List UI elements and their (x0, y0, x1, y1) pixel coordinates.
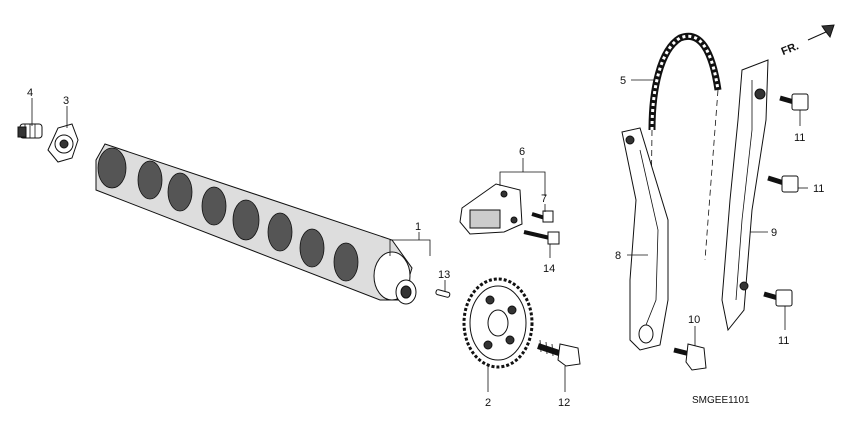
callout-11-middle: 11 (813, 183, 824, 195)
callout-6: 6 (519, 146, 525, 158)
callout-3: 3 (63, 95, 69, 107)
guide-bolt-part-middle (767, 175, 799, 193)
callout-11-top: 11 (794, 132, 805, 144)
callout-8: 8 (615, 250, 621, 262)
callout-7: 7 (541, 193, 547, 205)
plug-bolt-part (17, 123, 43, 139)
callout-12: 12 (558, 397, 570, 409)
tensioner-bolt-small-part (531, 210, 554, 223)
tensioner-arm-part (621, 127, 669, 351)
pivot-bolt-part (673, 343, 707, 371)
callout-1: 1 (415, 221, 421, 233)
leader-lines (31, 79, 808, 392)
callout-2: 2 (485, 397, 491, 409)
chain-tensioner-part (459, 183, 523, 235)
dowel-pin-part (435, 289, 451, 298)
callout-11-bottom: 11 (778, 335, 789, 347)
sprocket-bolt-part (537, 339, 581, 367)
front-direction-indicator: FR. (780, 24, 835, 58)
thrust-plate-part (47, 123, 79, 163)
front-label: FR. (780, 40, 801, 58)
callout-9: 9 (771, 227, 777, 239)
guide-bolt-part-bottom (763, 289, 793, 307)
camshaft-part (95, 143, 417, 305)
guide-bolt-part-top (779, 93, 809, 111)
callout-13: 13 (438, 269, 450, 281)
callout-5: 5 (620, 75, 626, 87)
front-arrow-icon (807, 24, 835, 41)
diagram-code: SMGEE1101 (692, 395, 750, 406)
chain-guide-part (721, 59, 769, 332)
callout-10: 10 (688, 314, 700, 326)
tensioner-bolt-long-part (523, 230, 560, 245)
callout-labels: 1 2 3 4 5 6 7 8 9 10 11 11 11 12 13 14 (27, 75, 824, 409)
callout-14: 14 (543, 263, 555, 275)
cam-sprocket-part (462, 277, 534, 369)
callout-4: 4 (27, 87, 33, 99)
